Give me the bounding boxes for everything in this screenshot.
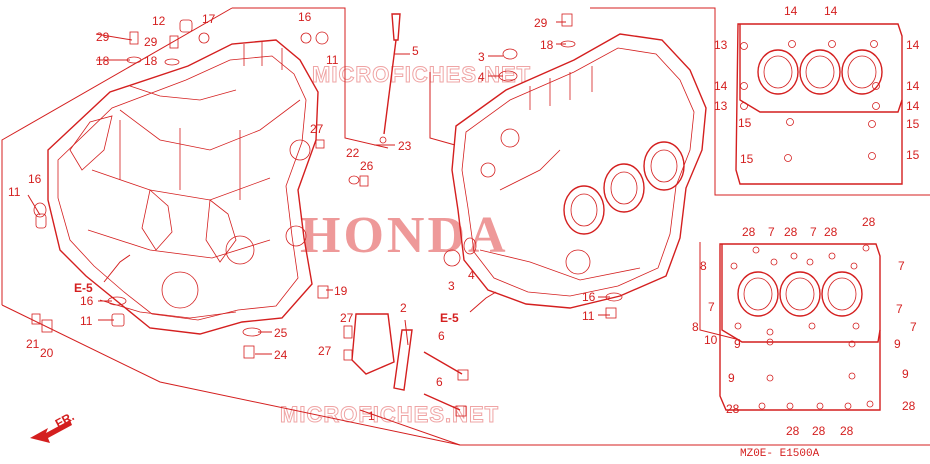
callout-3: 3 <box>478 50 485 64</box>
callout-7: 7 <box>898 259 905 273</box>
site-watermark-top: MICROFICHES.NET <box>312 62 531 87</box>
callout-14: 14 <box>784 4 798 18</box>
callout-6: 6 <box>438 329 445 343</box>
lower-gasket-part <box>719 243 881 411</box>
upper-gasket-part <box>735 23 903 185</box>
crankcase-left-part <box>47 39 319 335</box>
callout-13: 13 <box>714 38 728 52</box>
callout-18: 18 <box>540 38 554 52</box>
callout-28: 28 <box>726 402 740 416</box>
callout-28: 28 <box>902 399 916 413</box>
callout-8: 8 <box>692 320 699 334</box>
callout-11: 11 <box>8 185 21 199</box>
callout-15: 15 <box>906 148 920 162</box>
callout-14: 14 <box>714 79 728 93</box>
callout-9: 9 <box>728 371 735 385</box>
callout-19: 19 <box>334 284 348 298</box>
callout-16: 16 <box>80 294 94 308</box>
callout-4: 4 <box>478 70 485 84</box>
callout-9: 9 <box>894 337 901 351</box>
callouts-lower-gasket: 28 7 28 7 28 28 8 7 7 7 8 7 10 9 9 9 9 2… <box>692 215 917 438</box>
callout-29: 29 <box>96 30 110 44</box>
small-parts <box>31 13 623 417</box>
callout-14: 14 <box>906 38 920 52</box>
callout-7: 7 <box>910 320 917 334</box>
callout-27: 27 <box>318 344 332 358</box>
callout-22: 22 <box>346 146 360 160</box>
callout-9: 9 <box>734 337 741 351</box>
callout-29: 29 <box>144 35 158 49</box>
callout-14: 14 <box>906 79 920 93</box>
callout-3: 3 <box>448 279 455 293</box>
front-arrow-icon <box>30 420 72 443</box>
callout-28: 28 <box>840 424 854 438</box>
callout-7: 7 <box>708 300 715 314</box>
callouts-left: 29 12 17 29 18 18 16 11 5 27 22 26 23 11… <box>8 10 445 423</box>
callout-8: 8 <box>700 259 707 273</box>
callout-28: 28 <box>786 424 800 438</box>
callout-27: 27 <box>310 122 324 136</box>
callout-18: 18 <box>144 54 158 68</box>
callout-16: 16 <box>28 172 42 186</box>
callout-17: 17 <box>202 12 216 26</box>
callout-7: 7 <box>810 225 817 239</box>
callout-13: 13 <box>714 99 728 113</box>
callout-11: 11 <box>582 309 595 323</box>
leader-lines <box>1 7 930 446</box>
callout-28: 28 <box>862 215 876 229</box>
callout-11: 11 <box>326 53 339 67</box>
callouts-center: 29 18 3 4 4 3 16 11 <box>448 16 596 323</box>
callout-4: 4 <box>468 268 475 282</box>
callout-14: 14 <box>824 4 838 18</box>
callout-28: 28 <box>742 225 756 239</box>
callout-6: 6 <box>436 375 443 389</box>
callout-23: 23 <box>398 139 412 153</box>
callout-12: 12 <box>152 14 166 28</box>
callout-24: 24 <box>274 348 288 362</box>
callout-26: 26 <box>360 159 374 173</box>
callout-5: 5 <box>412 44 419 58</box>
callout-1: 1 <box>368 409 375 423</box>
callout-15: 15 <box>906 117 920 131</box>
callout-11: 11 <box>80 314 93 328</box>
callout-27: 27 <box>340 311 354 325</box>
callouts-upper-gasket: 14 14 13 14 14 14 13 14 15 15 15 15 <box>714 4 920 166</box>
diagram-code: MZ0E- E1500A <box>740 448 820 460</box>
callout-25: 25 <box>274 326 288 340</box>
crankcase-center-part <box>451 33 707 309</box>
callout-28: 28 <box>812 424 826 438</box>
callout-28: 28 <box>824 225 838 239</box>
callout-29: 29 <box>534 16 548 30</box>
callout-15: 15 <box>740 152 754 166</box>
callout-16: 16 <box>582 290 596 304</box>
callout-10: 10 <box>704 333 718 347</box>
callout-28: 28 <box>784 225 798 239</box>
brand-watermark: HONDA <box>300 207 509 264</box>
callout-2: 2 <box>400 301 407 315</box>
callout-20: 20 <box>40 346 54 360</box>
callout-18: 18 <box>96 54 110 68</box>
ref-label-left: E-5 <box>74 281 93 295</box>
callout-16: 16 <box>298 10 312 24</box>
callout-15: 15 <box>738 116 752 130</box>
ref-label-center: E-5 <box>440 311 459 325</box>
callout-7: 7 <box>768 225 775 239</box>
callout-14: 14 <box>906 99 920 113</box>
callout-9: 9 <box>902 367 909 381</box>
callout-7: 7 <box>896 302 903 316</box>
callout-21: 21 <box>26 337 40 351</box>
